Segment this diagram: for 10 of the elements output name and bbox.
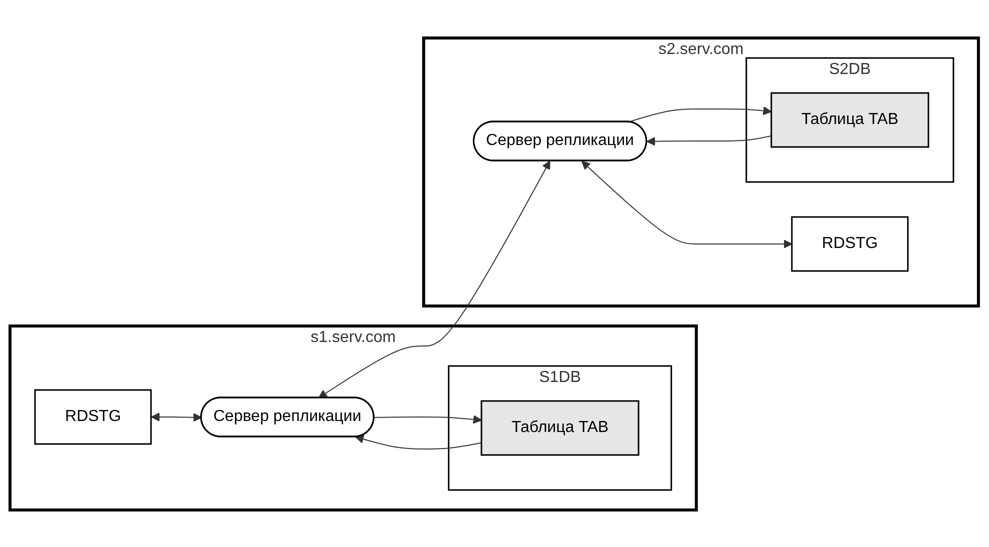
node-box: RDSTG [791, 216, 909, 272]
node-box: RDSTG [34, 388, 152, 444]
node-box: Таблица TAB [480, 400, 640, 456]
arrow [151, 412, 202, 422]
arrow [374, 414, 482, 424]
arrow [355, 434, 482, 449]
arrow [646, 134, 772, 146]
node-box: Таблица TAB [770, 92, 930, 148]
arrow [582, 160, 793, 248]
arrow [318, 160, 551, 398]
